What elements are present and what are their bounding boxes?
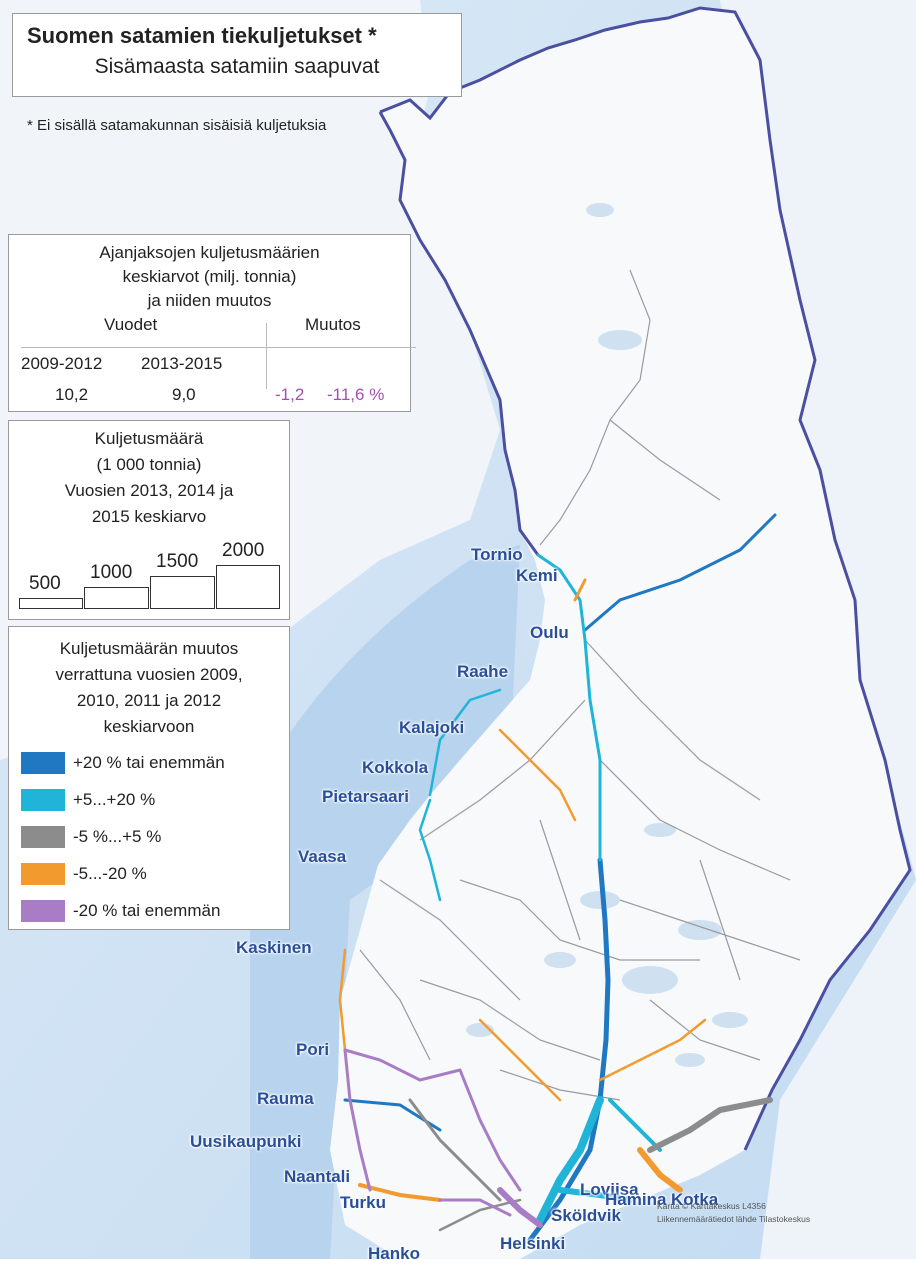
amount-bar-500 (19, 598, 83, 609)
map-credit: Kartta © Karttakeskus L4356 Liikennemäär… (657, 1200, 810, 1226)
value-1: 10,2 (55, 385, 89, 404)
port-label-hamina: Hamina (605, 1190, 667, 1209)
port-label-helsinki: Helsinki (500, 1234, 566, 1253)
change-absolute: -1,2 (275, 385, 305, 404)
port-label-vaasa: Vaasa (298, 847, 347, 866)
period-2: 2013-2015 (141, 354, 223, 373)
averages-heading-3: ja niiden muutos (147, 291, 272, 310)
port-label-uusikaupunki: Uusikaupunki (190, 1132, 302, 1151)
legend-swatch (21, 789, 65, 811)
amount-heading-1: Kuljetusmäärä (94, 429, 204, 448)
averages-box: Ajanjaksojen kuljetusmäärien keskiarvot … (8, 234, 416, 412)
change-label: Muutos (305, 315, 361, 334)
neighbour-land-east (720, 0, 916, 1259)
port-label-kemi: Kemi (516, 566, 558, 585)
port-label-loviisa: Loviisa (580, 1180, 639, 1199)
amount-bar-1500 (150, 576, 215, 609)
amount-legend-box: Kuljetusmäärä (1 000 tonnia) Vuosien 201… (8, 420, 290, 620)
port-label-raahe: Raahe (457, 662, 509, 681)
credit-line-2: Liikennemäärätiedot lähde Tilastokeskus (657, 1214, 811, 1224)
port-label-skldvik: Sköldvik (551, 1206, 621, 1225)
change-legend-box: Kuljetusmäärän muutos verrattuna vuosien… (8, 626, 290, 930)
credit-line-1: Kartta © Karttakeskus L4356 (657, 1201, 766, 1211)
column-divider (266, 323, 267, 389)
port-label-kokkola: Kokkola (362, 758, 429, 777)
port-label-turku: Turku (340, 1193, 386, 1212)
legend-label: -5 %...+5 % (73, 827, 162, 846)
amount-heading-4: 2015 keskiarvo (91, 507, 207, 526)
finland-land (330, 8, 910, 1259)
legend-label: +5...+20 % (73, 790, 156, 809)
amount-heading-3: Vuosien 2013, 2014 ja (64, 481, 234, 500)
port-label-pori: Pori (296, 1040, 330, 1059)
value-2: 9,0 (172, 385, 196, 404)
legend-swatch (21, 826, 65, 848)
legend-label: -5...-20 % (73, 864, 147, 883)
road-stable (408, 1097, 773, 1232)
change-percent: -11,6 % (327, 385, 385, 404)
port-label-rauma: Rauma (257, 1089, 314, 1108)
years-label: Vuodet (104, 315, 158, 334)
averages-heading-1: Ajanjaksojen kuljetusmäärien (99, 243, 320, 262)
period-1: 2009-2012 (21, 354, 103, 373)
amount-heading-2: (1 000 tonnia) (96, 455, 202, 474)
minor-roads (359, 269, 801, 1101)
change-heading-1: Kuljetusmäärän muutos (59, 639, 239, 658)
road-decrease-moderate (338, 578, 707, 1202)
footnote: * Ei sisällä satamakunnan sisäisiä kulje… (27, 117, 327, 134)
change-heading-3: 2010, 2011 ja 2012 (76, 691, 222, 710)
lakes (466, 203, 748, 1067)
legend-label: +20 % tai enemmän (73, 753, 225, 772)
amount-bar-2000 (216, 565, 280, 609)
amount-bar-label: 1000 (90, 562, 133, 583)
amount-bar-label: 1500 (156, 551, 199, 572)
map-subtitle: Sisämaasta satamiin saapuvat (94, 55, 380, 78)
amount-bar-1000 (84, 587, 149, 609)
map-title-box: Suomen satamien tiekuljetukset * Sisämaa… (12, 13, 462, 97)
finland-border (378, 6, 912, 1151)
amount-bar-label: 2000 (222, 540, 265, 561)
legend-swatch (21, 752, 65, 774)
legend-swatch (21, 863, 65, 885)
averages-heading-2: keskiarvot (milj. tonnia) (122, 267, 297, 286)
port-label-tornio: Tornio (471, 545, 523, 564)
road-decrease-strong (343, 1048, 543, 1228)
port-label-kaskinen: Kaskinen (236, 938, 312, 957)
road-increase-moderate (418, 553, 662, 1224)
port-label-naantali: Naantali (284, 1167, 351, 1186)
legend-swatch (21, 900, 65, 922)
port-label-oulu: Oulu (530, 623, 569, 642)
amount-bar-label: 500 (29, 573, 61, 594)
port-label-kalajoki: Kalajoki (399, 718, 465, 737)
port-label-kotka: Kotka (671, 1190, 719, 1209)
change-heading-4: keskiarvoon (103, 717, 195, 736)
port-label-pietarsaari: Pietarsaari (322, 787, 409, 806)
header-rule (21, 347, 416, 348)
change-heading-2: verrattuna vuosien 2009, (55, 665, 243, 684)
map-title: Suomen satamien tiekuljetukset * (27, 23, 377, 48)
port-label-hanko: Hanko (368, 1244, 420, 1263)
legend-label: -20 % tai enemmän (73, 901, 221, 920)
